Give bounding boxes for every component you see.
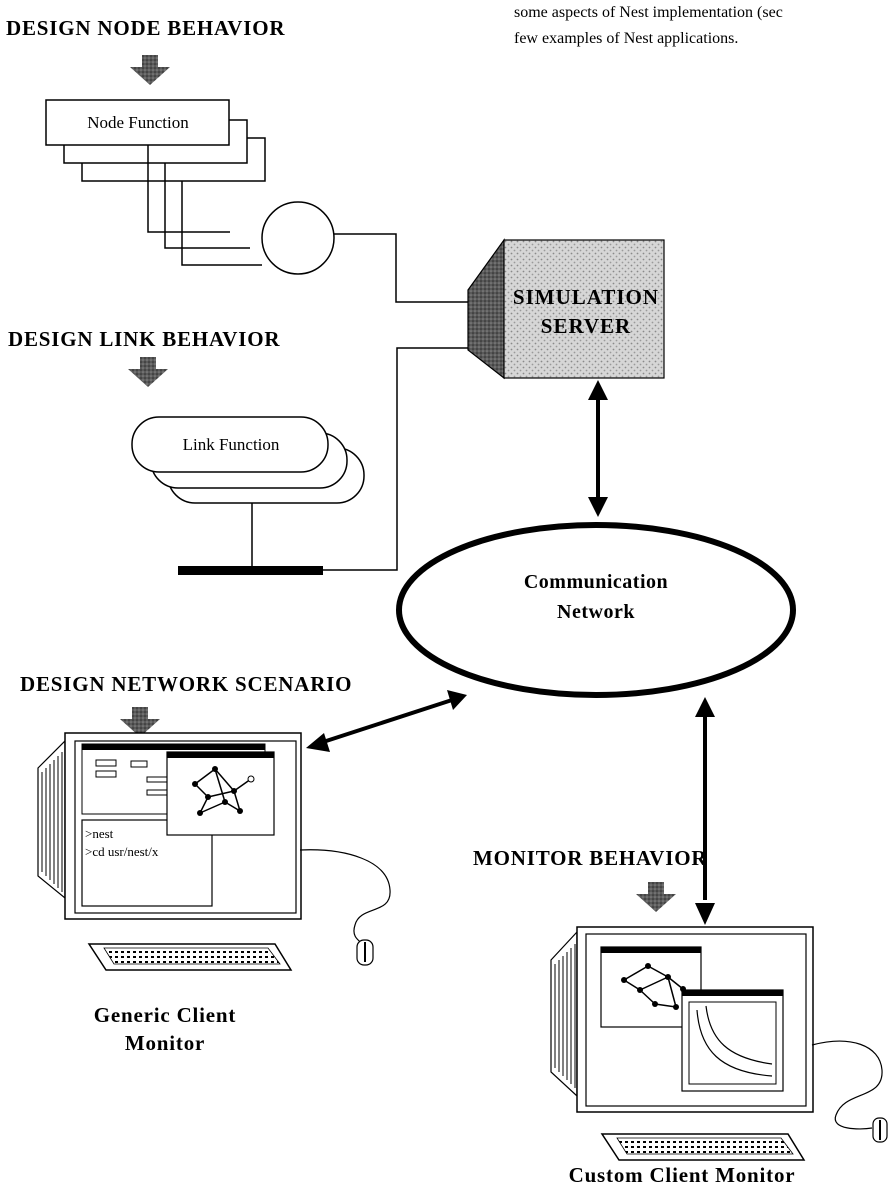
custom-client-caption: Custom Client Monitor xyxy=(569,1163,796,1187)
communication-network-ellipse xyxy=(396,522,796,698)
intro-text-line-1: some aspects of Nest implementation (sec xyxy=(514,4,783,21)
generic-client-computer: >nest >cd usr/nest/x xyxy=(37,732,391,971)
down-arrow-icon xyxy=(128,357,168,387)
network-label-line-1: Communication xyxy=(524,571,668,593)
intro-text-line-2: few examples of Nest applications. xyxy=(514,30,738,47)
node-function-stack: Node Function xyxy=(45,99,266,266)
network-label-line-2: Network xyxy=(557,601,635,623)
generic-client-caption-line-1: Generic Client xyxy=(94,1003,236,1027)
custom-client-computer xyxy=(550,926,888,1161)
arrow-down-icon xyxy=(695,903,715,925)
arrow-up-icon xyxy=(588,380,608,400)
link-function-stack: Link Function xyxy=(131,347,468,575)
node-function-label: Node Function xyxy=(87,113,189,132)
node-circle xyxy=(261,201,335,275)
server-label-line-1: SIMULATION xyxy=(513,285,659,309)
server-label-line-2: SERVER xyxy=(541,314,631,338)
design-node-heading: DESIGN NODE BEHAVIOR xyxy=(6,16,285,40)
generic-client-caption-line-2: Monitor xyxy=(125,1031,205,1055)
arrow-down-icon xyxy=(588,497,608,517)
design-network-heading: DESIGN NETWORK SCENARIO xyxy=(20,672,352,696)
terminal-line-2: >cd usr/nest/x xyxy=(85,844,159,859)
arrow-left-icon xyxy=(306,733,330,752)
node-to-server-line xyxy=(334,233,468,303)
design-link-heading: DESIGN LINK BEHAVIOR xyxy=(8,327,280,351)
network-generic-link xyxy=(319,698,453,745)
monitor-behavior-heading: MONITOR BEHAVIOR xyxy=(473,846,707,870)
link-function-label: Link Function xyxy=(183,435,280,454)
arrow-right-icon xyxy=(447,690,467,710)
terminal-line-1: >nest xyxy=(85,826,114,841)
simulation-server-block: SIMULATION SERVER xyxy=(467,238,665,380)
down-arrow-icon xyxy=(636,882,676,912)
down-arrow-icon xyxy=(130,55,170,85)
arrow-up-icon xyxy=(695,697,715,717)
link-bar xyxy=(178,566,323,575)
